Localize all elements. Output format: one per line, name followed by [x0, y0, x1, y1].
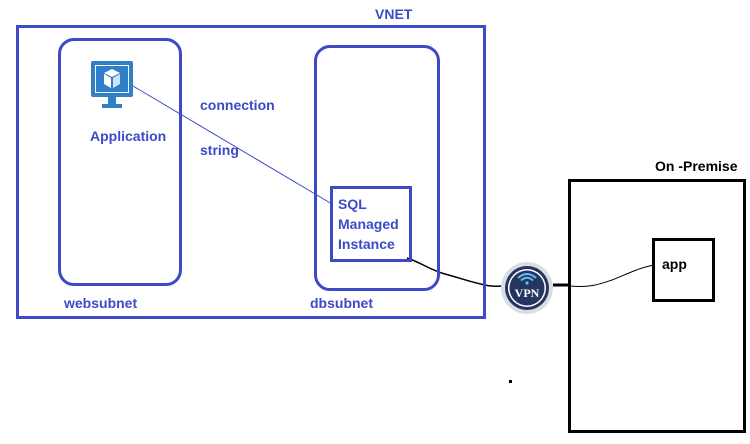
sql-to-vpn-line — [406, 257, 504, 287]
onprem-to-app-line — [569, 264, 655, 287]
onprem-box — [568, 179, 746, 433]
dbsubnet-box — [314, 45, 440, 291]
stray-dot — [509, 380, 512, 383]
vpn-label: VPN — [515, 286, 540, 300]
sql-label-line1: SQL — [338, 196, 367, 212]
azure-web-app-monitor-icon — [90, 60, 134, 110]
connection-string-label-line1: connection — [200, 97, 275, 113]
application-label: Application — [90, 128, 167, 144]
onprem-title: On -Premise — [655, 158, 738, 174]
sql-label-line3: Instance — [338, 236, 395, 252]
onprem-app-label: app — [662, 256, 687, 272]
vnet-title: VNET — [375, 6, 413, 22]
dbsubnet-label: dbsubnet — [310, 295, 373, 311]
onprem-app-box — [652, 238, 715, 302]
connection-string-line — [132, 85, 333, 205]
sql-managed-instance-label: SQL Managed Instance — [338, 194, 399, 254]
vpn-wifi-badge-icon: VPN — [500, 261, 554, 315]
websubnet-label: websubnet — [64, 295, 138, 311]
connection-string-label-line2: string — [200, 142, 239, 158]
vnet-box — [16, 25, 486, 319]
websubnet-box — [58, 38, 182, 286]
sql-label-line2: Managed — [338, 216, 399, 232]
sql-managed-instance-box — [330, 186, 412, 262]
